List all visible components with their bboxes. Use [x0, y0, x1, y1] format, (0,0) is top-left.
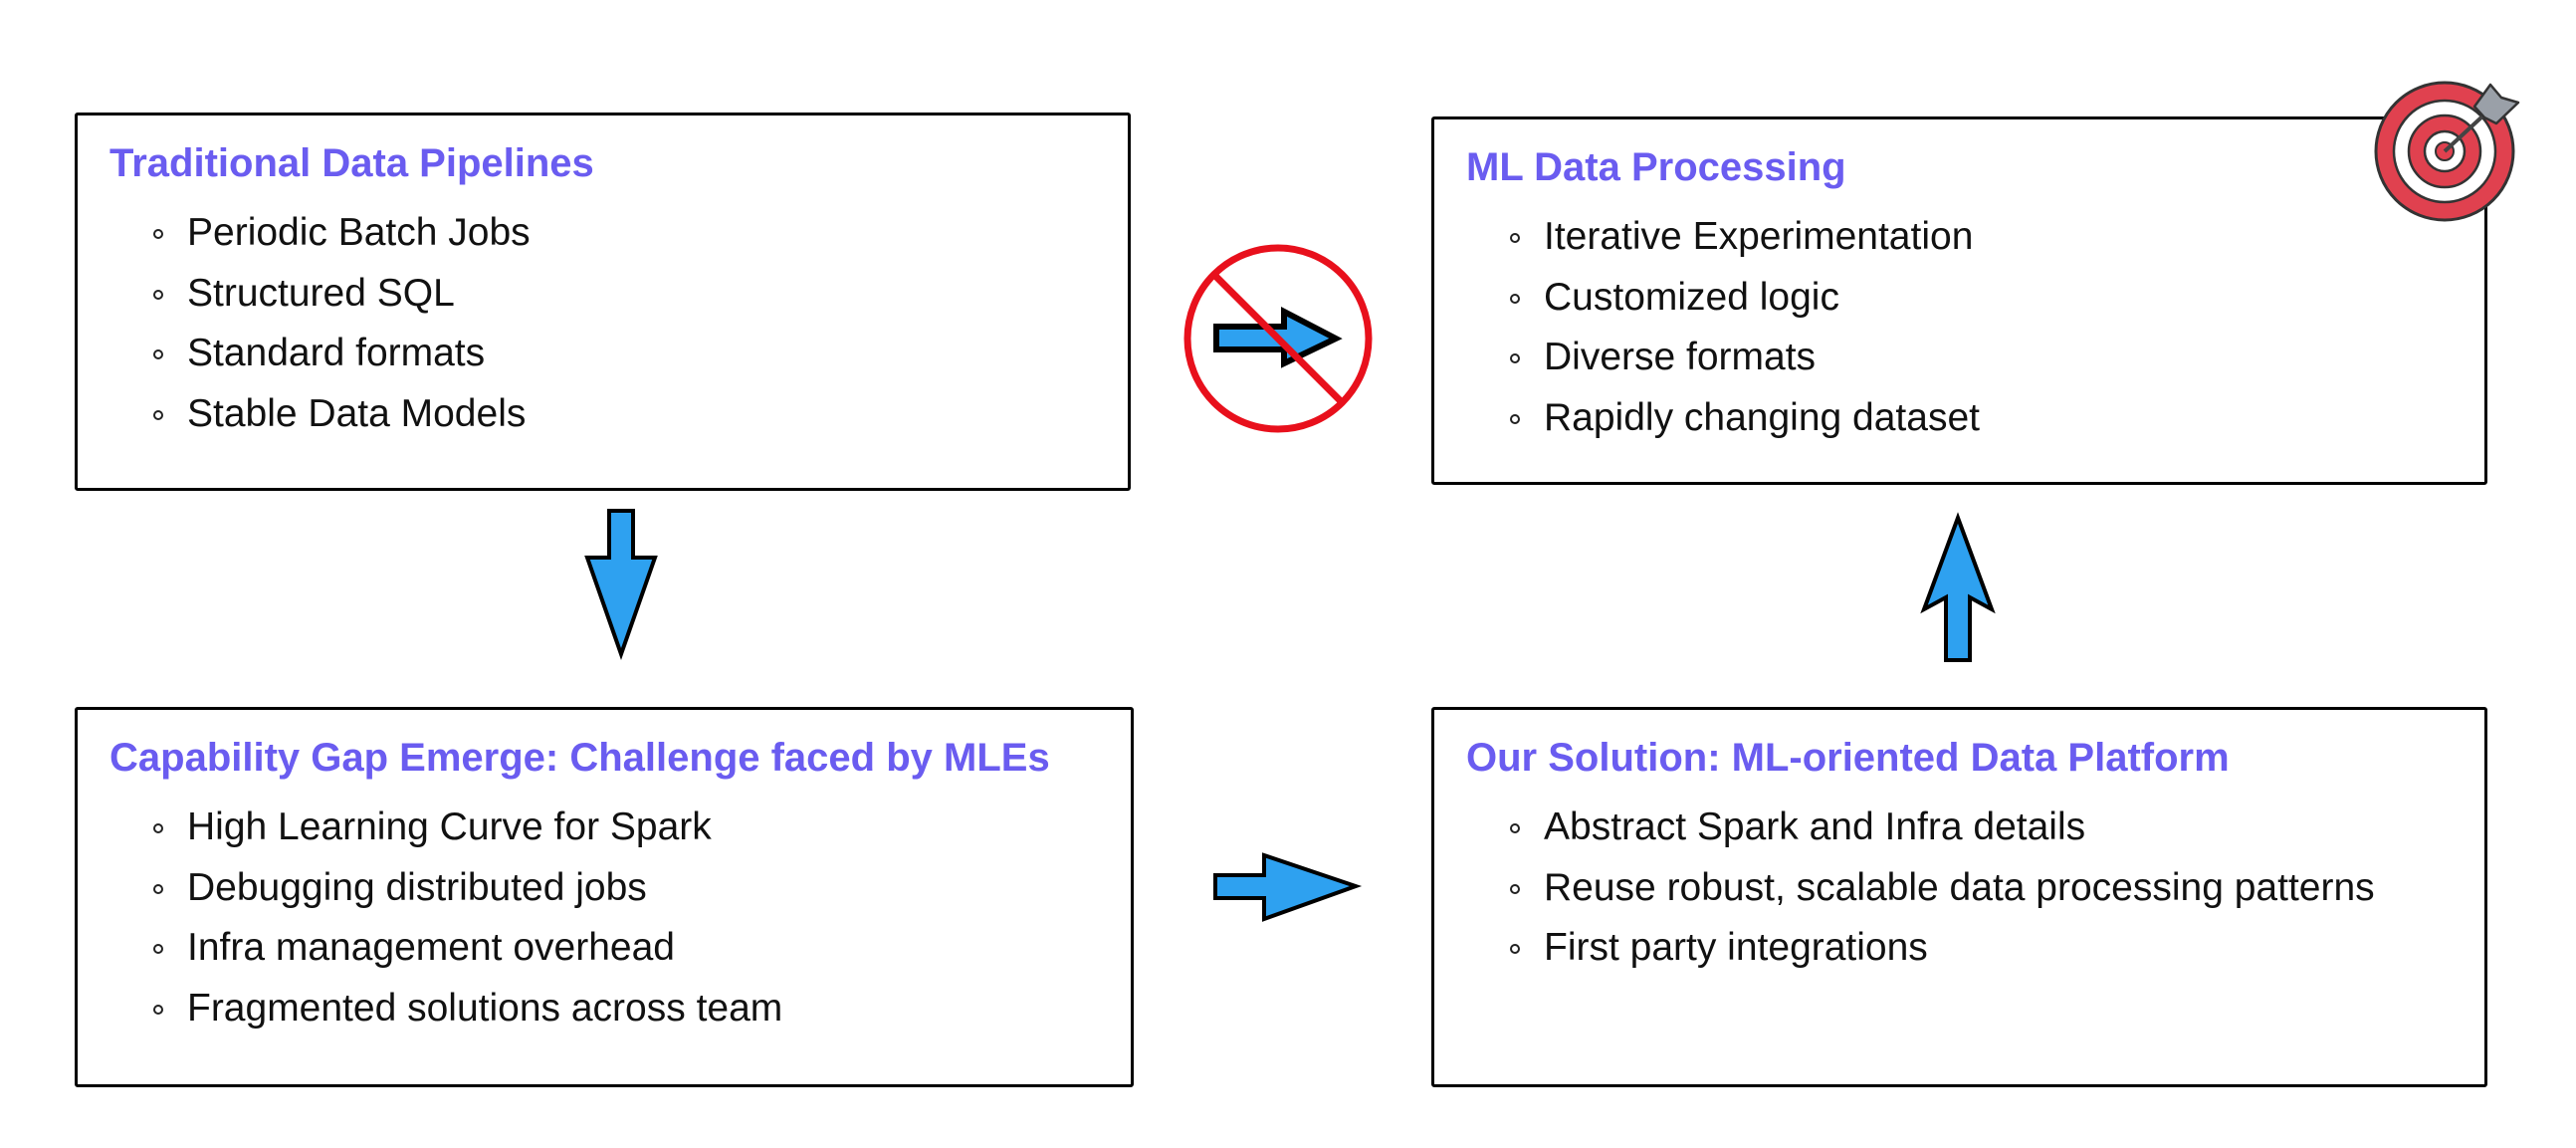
ml-data-processing-title: ML Data Processing [1466, 145, 1846, 189]
bullet-icon [1510, 944, 1520, 954]
bullet-icon [153, 229, 163, 239]
list-item: Abstract Spark and Infra details [1504, 798, 2375, 858]
our-solution-title: Our Solution: ML-oriented Data Platform [1466, 736, 2230, 780]
traditional-pipelines-list: Periodic Batch Jobs Structured SQL Stand… [147, 203, 531, 444]
bullet-icon [1510, 233, 1520, 243]
list-item: Debugging distributed jobs [147, 858, 782, 919]
arrow-down-icon [584, 509, 658, 661]
list-item: Reuse robust, scalable data processing p… [1504, 858, 2375, 919]
bullet-icon [1510, 413, 1520, 424]
bullet-icon [1510, 823, 1520, 833]
target-icon [2374, 81, 2520, 222]
bullet-icon [1510, 353, 1520, 363]
ml-data-processing-box: ML Data Processing Iterative Experimenta… [1431, 116, 2487, 485]
our-solution-box: Our Solution: ML-oriented Data Platform … [1431, 707, 2487, 1087]
arrow-up-icon [1920, 512, 1996, 662]
capability-gap-box: Capability Gap Emerge: Challenge faced b… [75, 707, 1134, 1087]
traditional-pipelines-box: Traditional Data Pipelines Periodic Batc… [75, 113, 1131, 491]
arrow-right-icon [1213, 852, 1363, 922]
bullet-icon [153, 289, 163, 300]
list-item: Fragmented solutions across team [147, 979, 782, 1039]
list-item: Standard formats [147, 324, 531, 384]
traditional-pipelines-title: Traditional Data Pipelines [109, 141, 594, 185]
list-item: High Learning Curve for Spark [147, 798, 782, 858]
list-item: Customized logic [1504, 268, 1980, 329]
list-item: First party integrations [1504, 918, 2375, 979]
list-item: Periodic Batch Jobs [147, 203, 531, 264]
list-item: Stable Data Models [147, 384, 531, 445]
bullet-icon [153, 823, 163, 833]
bullet-icon [153, 883, 163, 894]
bullet-icon [153, 944, 163, 954]
list-item: Structured SQL [147, 264, 531, 325]
capability-gap-title: Capability Gap Emerge: Challenge faced b… [109, 736, 1050, 780]
bullet-icon [153, 1004, 163, 1015]
bullet-icon [1510, 883, 1520, 894]
bullet-icon [153, 409, 163, 420]
ml-data-processing-list: Iterative Experimentation Customized log… [1504, 207, 1980, 448]
our-solution-list: Abstract Spark and Infra details Reuse r… [1504, 798, 2375, 979]
list-item: Diverse formats [1504, 328, 1980, 388]
prohibition-icon [1183, 244, 1373, 433]
list-item: Rapidly changing dataset [1504, 388, 1980, 449]
list-item: Iterative Experimentation [1504, 207, 1980, 268]
bullet-icon [153, 349, 163, 359]
list-item: Infra management overhead [147, 918, 782, 979]
bullet-icon [1510, 293, 1520, 304]
capability-gap-list: High Learning Curve for Spark Debugging … [147, 798, 782, 1038]
